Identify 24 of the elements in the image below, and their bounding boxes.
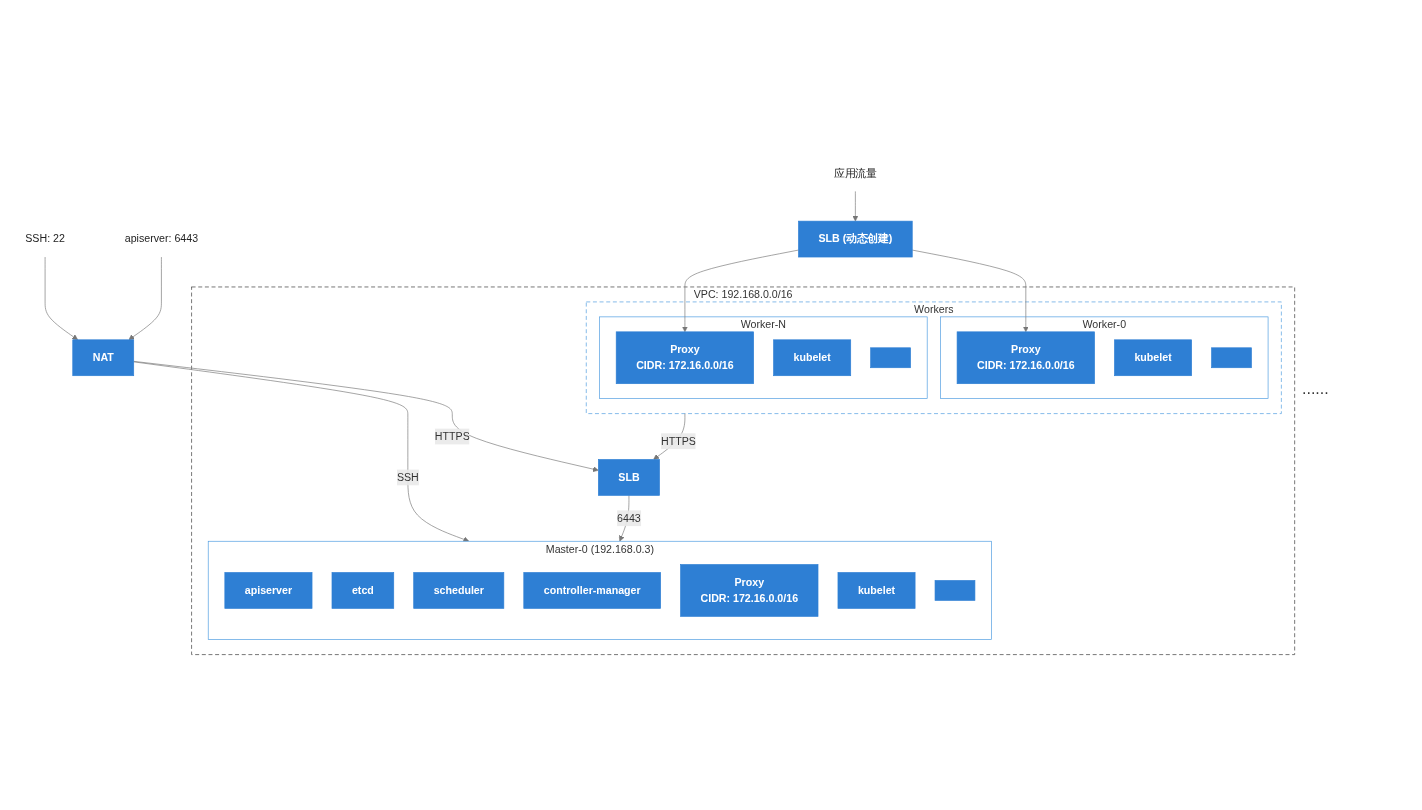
node-box [934,580,976,601]
node-box: Proxy CIDR: 172.16.0.0/16 [615,331,754,385]
node-box: apiserver [224,572,313,609]
node-box: scheduler [413,572,505,609]
node-box: kubelet [773,339,852,377]
ellipsis-text: ...... [1302,380,1330,398]
node-box: kubelet [837,572,916,609]
node-box: kubelet [1114,339,1192,377]
edge-label: 6443 [617,512,641,524]
node-box [870,347,911,369]
node-box: Proxy CIDR: 172.16.0.0/16 [956,331,1095,385]
node-text: SSH: 22 [25,233,65,245]
node-box: NAT [72,339,135,377]
node-box [1211,347,1252,369]
node-box: controller-manager [523,572,661,609]
edge-label: HTTPS [661,435,696,447]
node-box: etcd [331,572,395,609]
node-text: apiserver: 6443 [124,233,199,245]
node-text: 应用流量 [834,167,877,179]
node-box: Proxy CIDR: 172.16.0.0/16 [680,564,819,617]
node-box: SLB [598,459,660,496]
node-box: SLB (动态创建) [798,220,913,258]
edge-label: HTTPS [434,430,470,442]
edge-label: SSH [396,471,419,483]
